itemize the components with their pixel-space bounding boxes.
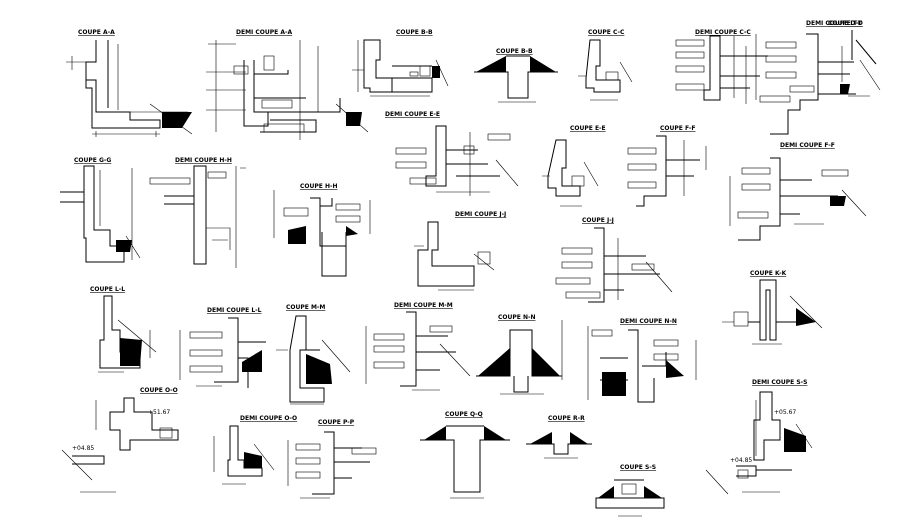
section-title: COUPE B-B [496,48,533,55]
section-drawing [414,221,495,291]
section-drawing [722,279,823,345]
section-title: COUPE B-B [396,29,433,36]
section-title: DEMI COUPE E-E [385,111,440,118]
section-drawing [365,311,471,391]
section-title: DEMI COUPE L-L [207,307,262,314]
section-drawing [273,190,371,277]
section-title: DEMI COUPE C-C [695,29,751,36]
section-title: DEMI COUPE J-J [455,211,506,218]
section-title: COUPE O-O [140,387,178,394]
section-drawing [476,320,563,395]
section-title: COUPE T-T [828,20,863,27]
section-title: DEMI COUPE A-A [236,29,292,36]
section-drawing [213,425,275,485]
section-title: DEMI COUPE D-D [806,20,863,27]
section-drawing [627,135,707,207]
section-drawing [420,425,510,499]
section-drawing [755,33,881,135]
section-title: COUPE R-R [548,415,585,422]
section-title: COUPE J-J [582,217,614,224]
section-drawing [526,432,592,459]
level-label: +05.67 [774,409,796,416]
section-title: COUPE C-C [588,29,625,36]
section-title: COUPE F-F [660,125,695,132]
section-drawing [179,317,266,388]
section-drawing [66,40,193,137]
section-title: COUPE N-N [498,314,536,321]
section-title: DEMI COUPE F-F [780,142,835,149]
section-drawing [595,479,665,517]
section-drawing [98,295,157,373]
section-drawing: +05.67 +04.85 [705,391,813,495]
section-drawing [542,139,599,207]
section-title: DEMI COUPE S-S [752,379,807,386]
section-drawing [287,431,377,499]
section-drawing [675,35,768,104]
section-title: COUPE M-M [286,304,325,311]
section-drawing [729,157,867,241]
section-drawing [60,165,141,263]
section-title: COUPE G-G [74,157,111,164]
section-title: COUPE A-A [78,29,115,36]
section-title: COUPE H-H [300,183,338,190]
section-title: DEMI COUPE N-N [620,318,677,325]
level-label: +04.85 [730,457,752,464]
section-title: COUPE E-E [570,125,606,132]
section-title: COUPE Q-Q [445,411,483,418]
section-drawing [276,315,351,405]
section-drawing [578,39,633,101]
level-label: +04.85 [72,445,94,452]
section-drawing: +51.67 +04.85 [61,397,179,493]
section-drawing [474,55,558,103]
section-title: COUPE S-S [620,464,656,471]
level-label: +51.67 [148,409,170,416]
section-title: DEMI COUPE H-H [175,157,232,164]
section-title: DEMI COUPE O-O [240,415,297,422]
section-drawing [206,40,369,140]
section-drawing [587,326,697,403]
section-title: DEMI COUPE M-M [394,302,453,309]
section-title: COUPE P-P [318,419,355,426]
section-drawing [352,39,449,97]
section-title: COUPE K-K [750,270,787,277]
section-title: COUPE L-L [90,286,125,293]
section-drawing [149,165,246,268]
section-drawing [851,30,877,65]
section-drawing [395,125,519,196]
section-drawing [555,227,673,303]
